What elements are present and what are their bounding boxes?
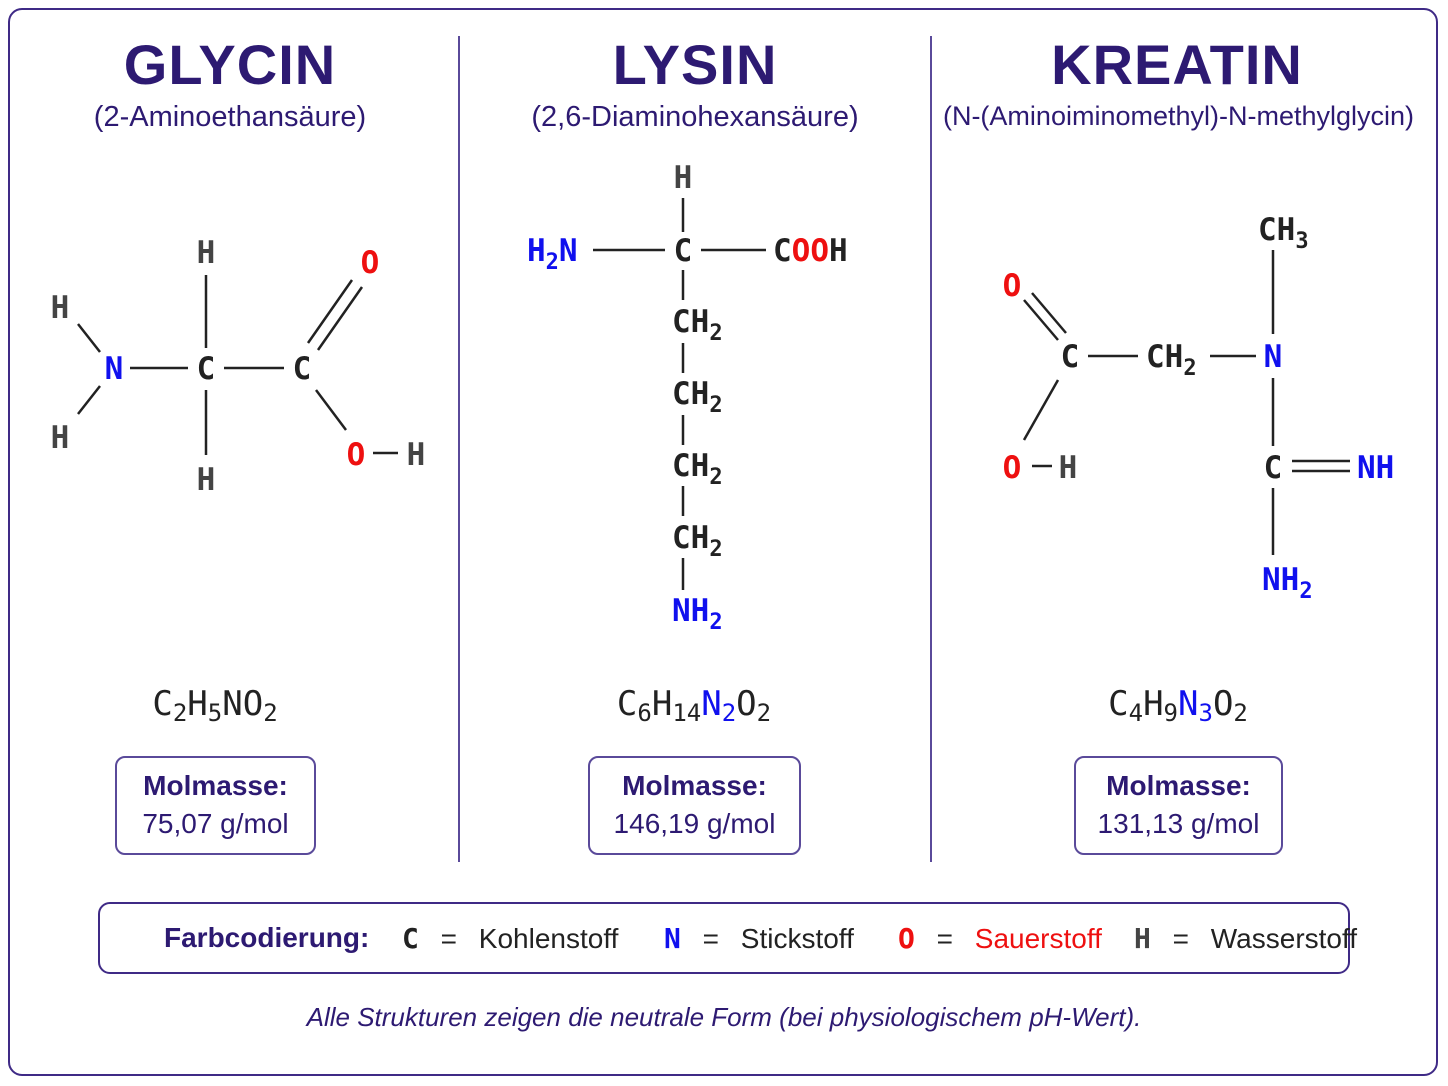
- glycin-formula: C2H5NO2: [15, 684, 415, 727]
- formula-h: H: [1143, 684, 1164, 724]
- glycin-atom-n: N: [105, 351, 124, 387]
- glycin-atom-h-top: H: [197, 235, 216, 271]
- legend-name-nitrogen: Stickstoff: [740, 923, 854, 954]
- glycin-structure: H O H N C C H O H H: [51, 235, 426, 498]
- legend-symbol-o: O: [898, 922, 915, 955]
- formula-o: O: [1212, 684, 1234, 724]
- legend-name-hydrogen: Wasserstoff: [1210, 923, 1358, 954]
- legend-name-oxygen: Sauerstoff: [974, 923, 1102, 954]
- lysin-subtitle: (2,6-Diaminohexansäure): [531, 101, 859, 133]
- formula-c-count: 6: [637, 699, 652, 727]
- formula-c: C: [152, 684, 173, 724]
- glycin-atom-c1: C: [197, 351, 216, 387]
- formula-n-count: 3: [1198, 699, 1213, 727]
- lysin-molmasse-value: 146,19 g/mol: [613, 808, 776, 839]
- formula-h-count: 5: [207, 699, 223, 727]
- kreatin-formula: C4H9N3O2: [978, 684, 1378, 727]
- glycin-title: GLYCIN: [123, 33, 337, 96]
- kreatin-title: KREATIN: [1051, 33, 1303, 96]
- kreatin-atom-ch2: CH2: [1146, 339, 1197, 381]
- kreatin-structure: CH3 O C CH2 N O H C NH NH2: [1003, 212, 1395, 604]
- glycin-atom-h-left-top: H: [51, 290, 70, 326]
- legend-name-carbon: Kohlenstoff: [478, 923, 619, 954]
- legend-item-oxygen: O = Sauerstoff: [898, 922, 1102, 955]
- column-divider-left: [458, 36, 460, 862]
- legend-symbol-c: C: [402, 922, 419, 955]
- glycin-molmasse-label: Molmasse:: [143, 770, 288, 801]
- kreatin-atom-nh: NH: [1357, 450, 1394, 486]
- kreatin-atom-ch3: CH3: [1258, 212, 1309, 254]
- formula-h: H: [651, 684, 673, 724]
- column-divider-right: [930, 36, 932, 862]
- glycin-subtitle: (2-Aminoethansäure): [93, 101, 367, 133]
- glycin-molmasse-box: Molmasse: 75,07 g/mol: [115, 756, 316, 855]
- glycin-molmasse-value: 75,07 g/mol: [142, 808, 289, 839]
- lysin-structure: H H2N C COOH CH2 CH2 CH2 CH2 NH2: [527, 160, 848, 635]
- kreatin-atom-c2: C: [1264, 450, 1283, 486]
- lysin-title: LYSIN: [612, 33, 778, 96]
- lysin-atom-nh2: NH2: [672, 593, 723, 635]
- formula-c-count: 4: [1128, 699, 1144, 727]
- kreatin-atom-c1: C: [1061, 339, 1080, 375]
- formula-o-count: 2: [263, 699, 278, 727]
- formula-h-count: 9: [1163, 699, 1178, 727]
- legend-eq: =: [936, 923, 953, 954]
- lysin-molmasse-box: Molmasse: 146,19 g/mol: [588, 756, 801, 855]
- formula-c: C: [1108, 684, 1129, 724]
- lysin-atom-ch2-4: CH2: [672, 520, 723, 562]
- glycin-atom-h-oh: H: [407, 437, 426, 473]
- kreatin-molmasse-box: Molmasse: 131,13 g/mol: [1074, 756, 1283, 855]
- formula-n: N: [1178, 684, 1199, 724]
- kreatin-subtitle: (N-(Aminoiminomethyl)-N-methylglycin): [942, 101, 1415, 131]
- legend-item-hydrogen: H = Wasserstoff: [1134, 922, 1357, 955]
- kreatin-atom-n: N: [1264, 339, 1283, 375]
- footnote: Alle Strukturen zeigen die neutrale Form…: [306, 1002, 1142, 1032]
- formula-h: H: [187, 684, 208, 724]
- glycin-atom-o-top: O: [361, 245, 380, 281]
- lysin-atom-h-top: H: [674, 160, 693, 196]
- legend-eq: =: [702, 923, 719, 954]
- legend-item-carbon: C = Kohlenstoff: [402, 922, 618, 955]
- glycin-atom-o-bottom: O: [347, 437, 366, 473]
- glycin-atom-h-left-bottom: H: [51, 420, 70, 456]
- formula-c-count: 2: [172, 699, 188, 727]
- kreatin-atom-o-bottom: O: [1003, 450, 1022, 486]
- formula-no: NO: [222, 684, 264, 724]
- formula-n-count: 2: [721, 699, 737, 727]
- lysin-atom-c-alpha: C: [674, 233, 693, 269]
- formula-c: C: [616, 684, 638, 724]
- lysin-atom-h2n: H2N: [527, 233, 578, 275]
- lysin-atom-ch2-1: CH2: [672, 304, 723, 346]
- lysin-molmasse-label: Molmasse:: [622, 770, 767, 801]
- legend-symbol-h: H: [1134, 922, 1151, 955]
- legend-eq: =: [440, 923, 457, 954]
- outer-frame: [8, 8, 1438, 1076]
- kreatin-molmasse-label: Molmasse:: [1106, 770, 1251, 801]
- kreatin-atom-nh2: NH2: [1262, 562, 1313, 604]
- legend-eq: =: [1172, 923, 1189, 954]
- formula-o: O: [736, 684, 757, 724]
- color-legend: Farbcodierung: C = Kohlenstoff N = Stick…: [98, 902, 1357, 974]
- legend-heading: Farbcodierung:: [164, 922, 370, 953]
- legend-item-nitrogen: N = Stickstoff: [664, 922, 854, 955]
- legend-symbol-n: N: [664, 922, 681, 955]
- lysin-formula: C6H14N2O2: [494, 684, 894, 727]
- lysin-atom-ch2-3: CH2: [672, 448, 723, 490]
- kreatin-atom-o-top: O: [1003, 268, 1022, 304]
- glycin-atom-c2: C: [293, 351, 312, 387]
- formula-n: N: [701, 684, 722, 724]
- kreatin-atom-h-oh: H: [1059, 450, 1078, 486]
- lysin-atom-cooh: COOH: [773, 233, 848, 269]
- lysin-atom-ch2-2: CH2: [672, 376, 723, 418]
- glycin-atom-h-bottom: H: [197, 462, 216, 498]
- formula-h-count: 14: [672, 699, 702, 727]
- kreatin-molmasse-value: 131,13 g/mol: [1097, 808, 1260, 839]
- formula-o-count: 2: [1233, 699, 1248, 727]
- formula-o-count: 2: [756, 699, 772, 727]
